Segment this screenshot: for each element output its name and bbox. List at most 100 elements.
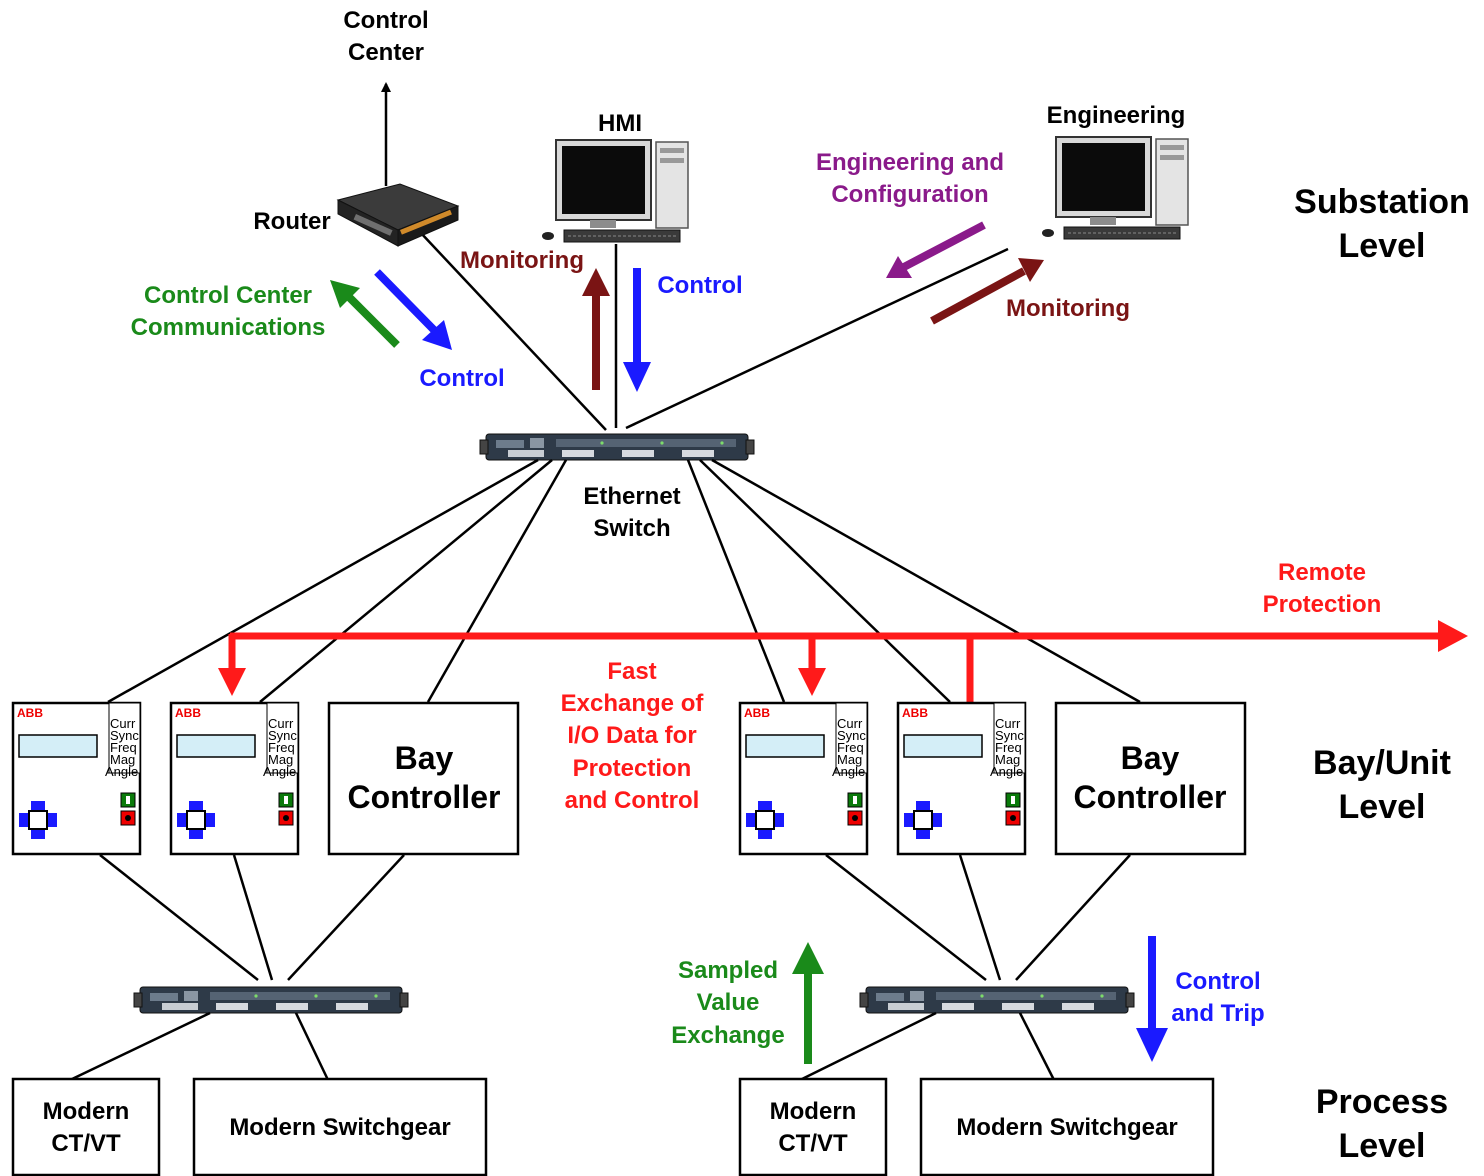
protection-ied-1: ABB Curr Sync Freq Mag Angle xyxy=(11,701,142,856)
fast-exchange-label: Fast xyxy=(607,658,656,685)
engineering-computer-icon xyxy=(1041,136,1189,240)
cc-communications-arrow xyxy=(343,291,400,348)
remote-protection-label: Protection xyxy=(1263,591,1382,618)
svg-text:Angle: Angle xyxy=(832,764,865,779)
svg-text:Bay: Bay xyxy=(1121,740,1180,776)
ct-vt-box-2: Modern CT/VT xyxy=(738,1077,888,1176)
svg-text:Controller: Controller xyxy=(1074,779,1227,815)
fast-exchange-label: and Control xyxy=(565,787,700,814)
protection-drop-ied-3-head xyxy=(798,668,826,696)
bay-controller-2: Bay Controller xyxy=(1054,701,1247,856)
process-level-label: Process xyxy=(1316,1083,1448,1121)
ied-display xyxy=(18,734,98,758)
svg-text:CT/VT: CT/VT xyxy=(778,1130,848,1157)
control-trip-arrow-head xyxy=(1136,1028,1168,1062)
hmi-monitoring-label: Monitoring xyxy=(460,247,584,274)
control-center-label: Center xyxy=(348,39,424,66)
router-to-switch-link xyxy=(419,231,607,431)
fast-exchange-label: Protection xyxy=(573,755,692,782)
svg-text:Freq: Freq xyxy=(995,740,1022,755)
control-trip-label: Control xyxy=(1175,968,1260,995)
router-label: Router xyxy=(253,208,330,235)
process-switch-2-to-ct-link xyxy=(799,1011,937,1082)
bay-controller-1: Bay Controller xyxy=(327,701,520,856)
protection-ied-4: ABB Curr Sync Freq Mag Angle xyxy=(896,701,1027,856)
svg-text:Freq: Freq xyxy=(110,740,137,755)
engineering-config-label: Configuration xyxy=(831,181,988,208)
protection-ied-2: ABB Curr Sync Freq Mag Angle xyxy=(169,701,300,856)
process-switch-1-icon xyxy=(133,986,409,1014)
bay-level-label: Level xyxy=(1339,788,1426,826)
ied-navigation-pad xyxy=(904,801,942,839)
svg-text:Modern: Modern xyxy=(43,1098,130,1125)
substation-level-label: Level xyxy=(1339,227,1426,265)
svg-text:Mag: Mag xyxy=(110,752,135,767)
fast-exchange-label: Exchange of xyxy=(561,690,705,717)
ct-vt-box-1: Modern CT/VT xyxy=(11,1077,161,1176)
sampled-value-label: Exchange xyxy=(671,1022,784,1049)
ied-display xyxy=(745,734,825,758)
bay-controller-2-to-process-switch-link xyxy=(1015,854,1131,981)
ethernet-switch-icon xyxy=(479,433,755,461)
cc-communications-label: Communications xyxy=(131,314,326,341)
svg-text:Sync: Sync xyxy=(268,728,297,743)
engineering-monitoring-arrow-head xyxy=(1018,258,1044,282)
switch-to-ied-1-link xyxy=(107,458,539,704)
svg-text:Modern: Modern xyxy=(770,1098,857,1125)
ied-3-to-process-switch-link xyxy=(825,854,987,981)
switch-to-ied-2-link xyxy=(259,459,553,703)
svg-text:Curr: Curr xyxy=(837,716,863,731)
process-switch-2-icon xyxy=(859,986,1135,1014)
svg-text:Curr: Curr xyxy=(110,716,136,731)
router-control-label: Control xyxy=(419,365,504,392)
ied-2-to-process-switch-link xyxy=(232,854,274,981)
svg-text:Mag: Mag xyxy=(995,752,1020,767)
ied-brand-logo: ABB xyxy=(902,706,928,720)
switchgear-box-2: Modern Switchgear xyxy=(919,1077,1215,1176)
protection-drop-ied-2-head xyxy=(218,668,246,696)
remote-protection-label: Remote xyxy=(1278,559,1366,586)
switch-to-ied-4-link xyxy=(699,459,951,703)
svg-text:CT/VT: CT/VT xyxy=(51,1130,121,1157)
svg-text:Sync: Sync xyxy=(995,728,1024,743)
svg-text:Modern Switchgear: Modern Switchgear xyxy=(956,1114,1177,1141)
ied-display xyxy=(903,734,983,758)
hmi-monitoring-arrow-head xyxy=(582,268,610,296)
sampled-value-label: Sampled xyxy=(678,957,778,984)
ethernet-switch-label: Ethernet xyxy=(583,483,680,510)
svg-text:Sync: Sync xyxy=(837,728,866,743)
sampled-value-arrow-head xyxy=(792,942,824,974)
ied-brand-logo: ABB xyxy=(175,706,201,720)
router-control-arrow-head xyxy=(422,320,452,350)
engineering-config-label: Engineering and xyxy=(816,149,1004,176)
process-switch-1-to-switchgear-link xyxy=(294,1012,330,1081)
svg-text:Angle: Angle xyxy=(105,764,138,779)
ethernet-switch-label: Switch xyxy=(593,515,670,542)
engineering-config-arrow-head xyxy=(886,256,912,278)
hmi-label: HMI xyxy=(598,110,642,137)
svg-text:Mag: Mag xyxy=(268,752,293,767)
process-level-label: Level xyxy=(1339,1127,1426,1165)
engineering-monitoring-arrow xyxy=(930,267,1026,325)
sampled-value-label: Value xyxy=(697,989,760,1016)
substation-level-label: Substation xyxy=(1294,183,1470,221)
svg-text:Curr: Curr xyxy=(268,716,294,731)
switch-to-ied-3-link xyxy=(686,459,786,703)
ied-navigation-pad xyxy=(177,801,215,839)
router-control-arrow xyxy=(374,269,437,333)
switch-to-bay-controller-1-link xyxy=(426,459,568,703)
process-switch-1-to-ct-link xyxy=(69,1011,211,1082)
engineering-config-arrow xyxy=(900,221,986,272)
ied-navigation-pad xyxy=(746,801,784,839)
svg-text:Freq: Freq xyxy=(268,740,295,755)
svg-text:Angle: Angle xyxy=(263,764,296,779)
fast-exchange-label: I/O Data for xyxy=(567,722,696,749)
router-icon xyxy=(336,183,460,247)
hmi-control-arrow-head xyxy=(623,362,651,392)
cc-communications-arrow-head xyxy=(330,280,360,308)
ied-4-to-process-switch-link xyxy=(958,854,1002,981)
hmi-computer-icon xyxy=(541,139,689,243)
engineering-monitoring-label: Monitoring xyxy=(1006,295,1130,322)
ied-brand-logo: ABB xyxy=(17,706,43,720)
